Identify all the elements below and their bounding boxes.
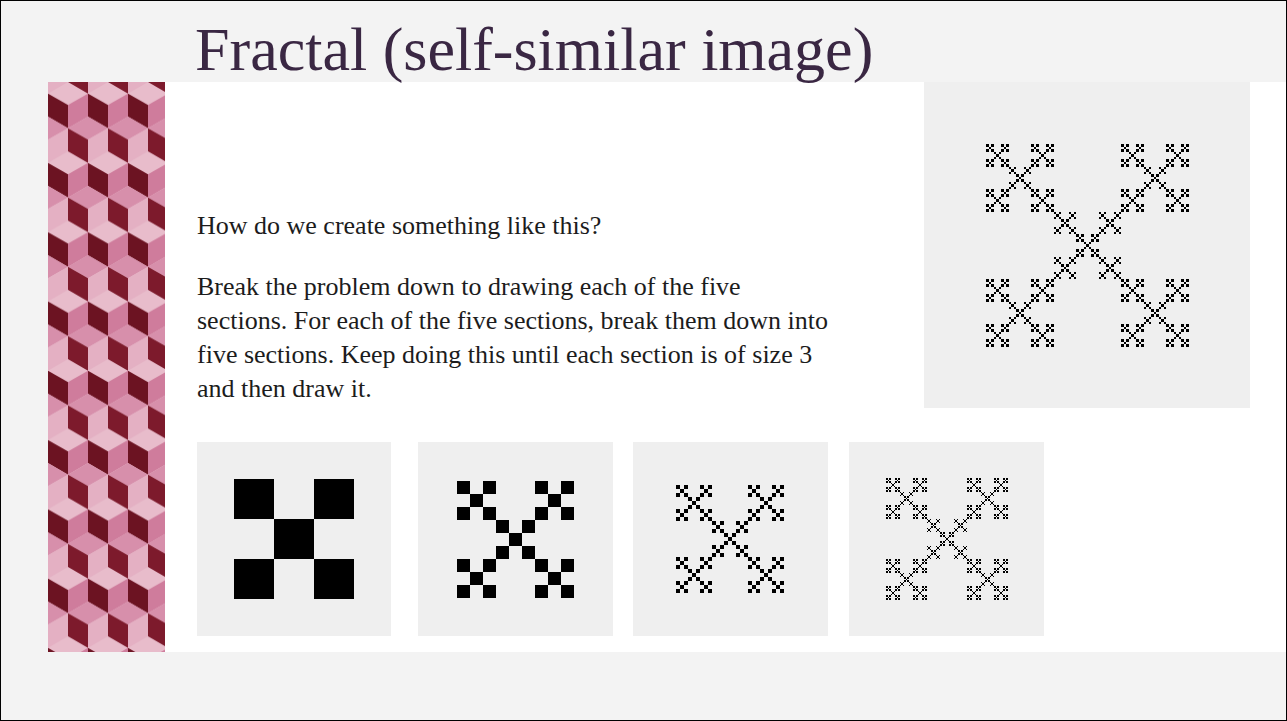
slide-title: Fractal (self-similar image) bbox=[195, 12, 873, 86]
fractal-level-4-large bbox=[986, 144, 1189, 347]
question-text: How do we create something like this? bbox=[197, 209, 897, 243]
fractal-level-2 bbox=[457, 481, 574, 598]
fractal-panel bbox=[924, 82, 1250, 408]
fractal-panel bbox=[633, 442, 828, 636]
content-panel bbox=[48, 82, 1287, 652]
fractal-panel bbox=[418, 442, 613, 636]
fractal-level-4 bbox=[886, 478, 1008, 600]
cube-pattern-strip bbox=[48, 82, 165, 652]
explanation-text: Break the problem down to drawing each o… bbox=[197, 270, 837, 406]
fractal-panel bbox=[197, 442, 391, 636]
fractal-level-1 bbox=[234, 479, 354, 599]
fractal-level-3 bbox=[676, 485, 784, 593]
fractal-panel bbox=[849, 442, 1044, 636]
